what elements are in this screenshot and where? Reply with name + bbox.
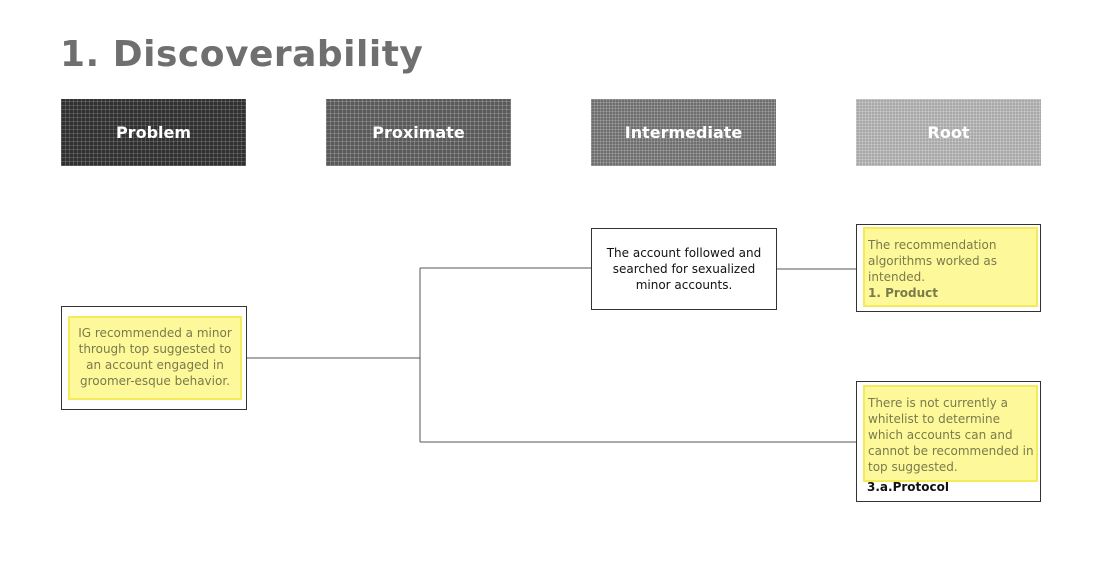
- root-node-protocol-tag: 3.a.Protocol: [867, 480, 949, 494]
- root-node-product: The recommendation algorithms worked as …: [856, 224, 1041, 312]
- header-intermediate: Intermediate: [591, 99, 776, 166]
- page-title: 1. Discoverability: [60, 34, 424, 75]
- header-problem: Problem: [61, 99, 246, 166]
- problem-node-text: IG recommended a minor through top sugge…: [68, 316, 242, 400]
- problem-node: IG recommended a minor through top sugge…: [61, 306, 247, 410]
- intermediate-node: The account followed and searched for se…: [591, 228, 777, 310]
- root-node-product-tag: 1. Product: [868, 286, 939, 300]
- header-root: Root: [856, 99, 1041, 166]
- root-node-product-text: The recommendation algorithms worked as …: [868, 238, 998, 284]
- root-node-product-highlight: The recommendation algorithms worked as …: [863, 227, 1038, 307]
- root-node-protocol: 3.a.Protocol There is not currently a wh…: [856, 381, 1041, 502]
- root-node-protocol-text: There is not currently a whitelist to de…: [863, 385, 1038, 482]
- header-proximate: Proximate: [326, 99, 511, 166]
